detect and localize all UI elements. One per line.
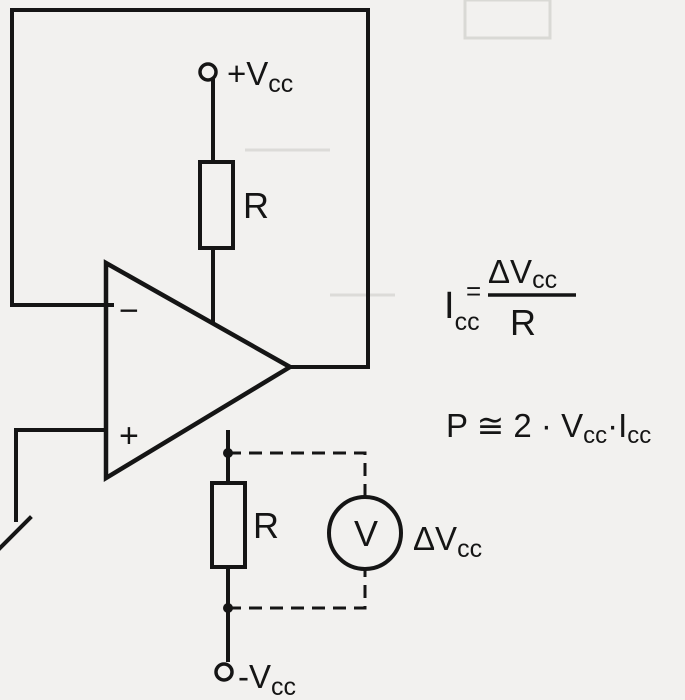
vcc-negative-label: -Vcc: [238, 658, 296, 700]
voltmeter: [327, 495, 403, 571]
bleed-through-background: [245, 0, 552, 297]
resistor-bottom: [210, 481, 247, 569]
delta-vcc-label: ΔVcc: [413, 520, 482, 563]
resistor-top: [198, 160, 235, 250]
resistor-bottom-label: R: [253, 505, 279, 546]
vcc-positive-terminal: [198, 62, 218, 82]
vcc-positive-label: +Vcc: [227, 55, 293, 98]
current-formula-equals: =: [466, 276, 481, 306]
voltmeter-lead-top: [228, 451, 367, 497]
power-formula: P ≅ 2 · Vcc·Icc: [446, 407, 651, 449]
voltmeter-lead-bottom: [228, 570, 367, 610]
ground-mark: [0, 515, 33, 551]
current-formula-lhs: Icc: [444, 285, 480, 336]
vcc-negative-terminal: [214, 662, 234, 682]
noninverting-input-wire: [14, 428, 108, 522]
resistor-top-label: R: [243, 185, 269, 226]
noninverting-input-label: +: [119, 417, 139, 455]
op-amp-triangle: [103, 259, 295, 482]
inverting-input-label: −: [119, 292, 139, 330]
current-formula-numerator: ΔVcc: [488, 253, 557, 294]
current-formula-denominator: R: [510, 302, 536, 343]
feedback-wire: [10, 8, 370, 369]
current-formula: Icc = ΔVcc R: [444, 253, 576, 343]
voltmeter-label: V: [354, 513, 378, 554]
